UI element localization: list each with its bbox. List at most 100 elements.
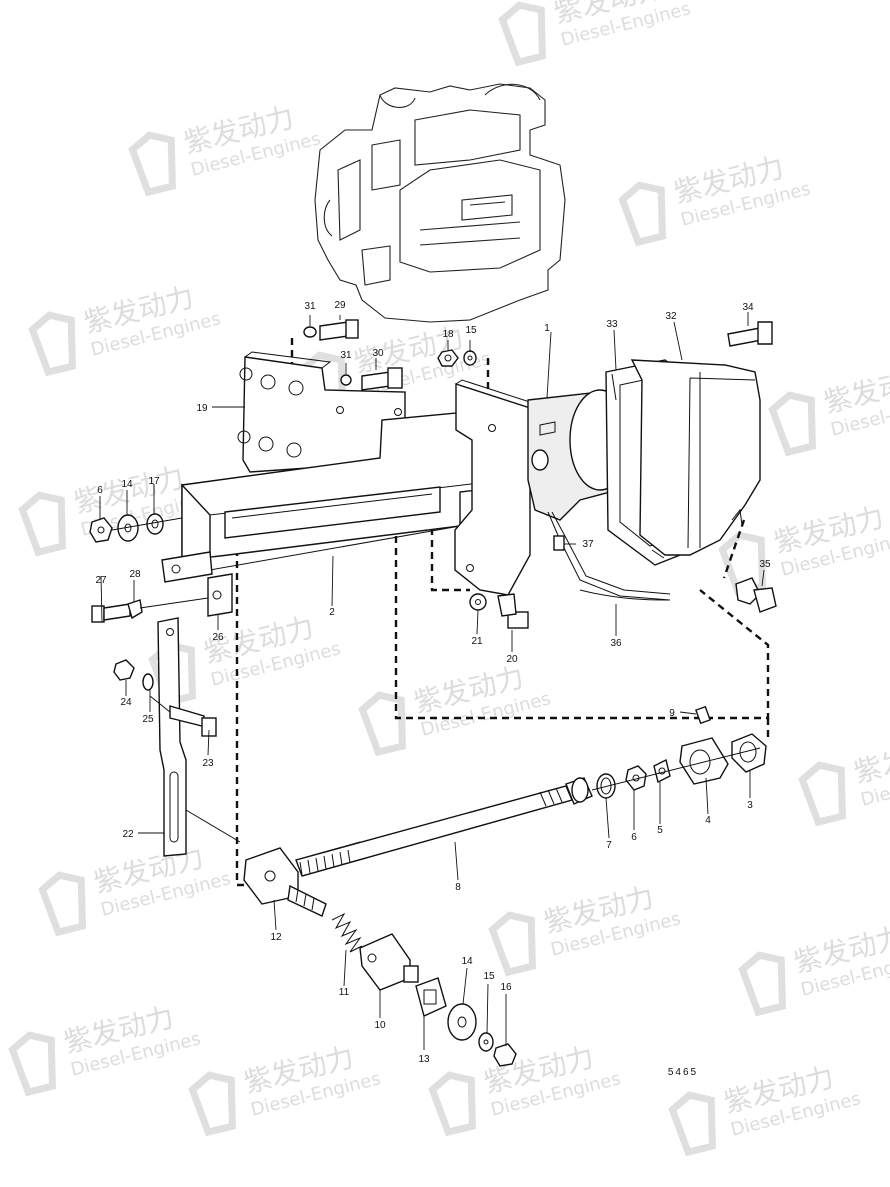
- nut-16: [493, 1043, 517, 1067]
- screw-34: [727, 321, 773, 347]
- callout-12: 12: [270, 932, 282, 943]
- callout-5: 5: [657, 825, 663, 836]
- callout-2: 2: [329, 607, 335, 618]
- callout-3: 3: [747, 800, 753, 811]
- washer-5: [653, 758, 671, 784]
- watermark: 紫发动力 Diesel-Engines: [488, 880, 683, 977]
- watermark: 紫发动力 Diesel-Engines: [498, 0, 693, 67]
- spacer-17: [146, 513, 164, 535]
- callout-16: 16: [500, 982, 512, 993]
- washer-14: [117, 514, 139, 542]
- circlip-31a: [303, 326, 317, 338]
- callout-14: 14: [121, 479, 133, 490]
- connector-37: [553, 535, 565, 551]
- watermark: 紫发动力 Diesel-Engines: [38, 840, 233, 937]
- callout-6: 6: [631, 832, 637, 843]
- watermark: 紫发动力 Diesel-Engines: [128, 100, 323, 197]
- callout-30: 30: [372, 348, 384, 359]
- leader-lines: [99, 312, 765, 1050]
- callout-26: 26: [212, 632, 224, 643]
- callout-24: 24: [120, 697, 132, 708]
- nut-6: [89, 517, 113, 543]
- cable-36: [579, 589, 671, 601]
- callout-34: 34: [742, 302, 754, 313]
- mount-plate: [454, 379, 538, 596]
- callout-33: 33: [606, 319, 618, 330]
- sleeve-10: [359, 933, 419, 991]
- watermark: 紫发动力 Diesel-Engines: [188, 1040, 383, 1137]
- callout-37: 37: [582, 539, 594, 550]
- watermark-chinese: 紫发动力: [850, 730, 890, 789]
- clip-28: [127, 599, 143, 620]
- screw-30: [361, 367, 403, 391]
- nut-6b: [625, 765, 647, 791]
- callout-9: 9: [669, 708, 675, 719]
- watermark: 紫发动力 Diesel-Engines: [428, 1040, 623, 1137]
- callout-15: 15: [465, 325, 477, 336]
- callout-28: 28: [129, 569, 141, 580]
- watermark-layer: 紫发动力 Diesel-Engines 紫发动力 Diesel-Engines …: [8, 0, 890, 1157]
- callout-7: 7: [606, 840, 612, 851]
- washer-25: [142, 673, 154, 691]
- watermark: 紫发动力 Diesel-Engines: [618, 150, 813, 247]
- bolt-35: [735, 577, 777, 613]
- watermark: 紫发动力 Diesel-Engines: [718, 500, 890, 597]
- callout-31: 31: [340, 350, 352, 361]
- callout-29: 29: [334, 300, 346, 311]
- screw-23: [169, 705, 217, 737]
- callout-27: 27: [95, 575, 107, 586]
- nut-24: [113, 659, 135, 681]
- callout-labels: 1 2 3 4 5 6 6 7 8 9 10 11 12 13 14 14 15…: [95, 300, 771, 1078]
- callout-6: 6: [97, 485, 103, 496]
- washer-14b: [447, 1003, 477, 1041]
- screw-29: [319, 319, 359, 341]
- callout-20: 20: [506, 654, 518, 665]
- screw-axis-line: [149, 695, 171, 713]
- spring-11: [331, 912, 363, 953]
- callout-8: 8: [455, 882, 461, 893]
- watermark: 紫发动力 Diesel-Engines: [738, 920, 890, 1017]
- watermark: 紫发动力 Diesel-Engines: [768, 360, 890, 457]
- callout-31: 31: [304, 301, 316, 312]
- callout-32: 32: [665, 311, 677, 322]
- callout-25: 25: [142, 714, 154, 725]
- callout-35: 35: [759, 559, 771, 570]
- callout-21: 21: [471, 636, 483, 647]
- linkage-arm-22: [157, 617, 241, 857]
- callout-22: 22: [122, 829, 134, 840]
- nut-18: [437, 349, 459, 367]
- screw-axis-line: [139, 597, 209, 609]
- figure-code: 5465: [668, 1067, 698, 1078]
- engine-outline: [314, 83, 566, 323]
- callout-23: 23: [202, 758, 214, 769]
- adjuster-4: [679, 737, 729, 785]
- callout-1: 1: [544, 323, 550, 334]
- callout-15: 15: [483, 971, 495, 982]
- callout-11: 11: [339, 987, 350, 998]
- screw-27: [91, 603, 131, 623]
- washer-21: [469, 593, 487, 611]
- body-12: [243, 847, 327, 917]
- callout-17: 17: [148, 476, 160, 487]
- callout-10: 10: [374, 1020, 386, 1031]
- callout-4: 4: [705, 815, 711, 826]
- shaft-axis-line: [591, 747, 761, 791]
- watermark: 紫发动力 Diesel-Engines: [28, 280, 223, 377]
- washer-15b: [478, 1032, 494, 1052]
- watermark: 紫发动力 Diesel-Engines: [798, 730, 890, 827]
- cover-32: [630, 359, 761, 556]
- watermark: 紫发动力 Diesel-Engines: [358, 660, 553, 757]
- bolt-axis-line: [111, 517, 183, 531]
- watermark: 紫发动力 Diesel-Engines: [8, 1000, 203, 1097]
- circlip-31b: [340, 374, 352, 386]
- washer-15: [463, 350, 477, 366]
- watermark: 紫发动力 Diesel-Engines: [668, 1060, 863, 1157]
- screw-20: [497, 593, 529, 629]
- callout-19: 19: [196, 403, 208, 414]
- screw-9: [695, 705, 711, 725]
- callout-13: 13: [418, 1054, 430, 1065]
- callout-18: 18: [442, 329, 454, 340]
- callout-14: 14: [461, 956, 473, 967]
- shaft-8: [295, 777, 593, 877]
